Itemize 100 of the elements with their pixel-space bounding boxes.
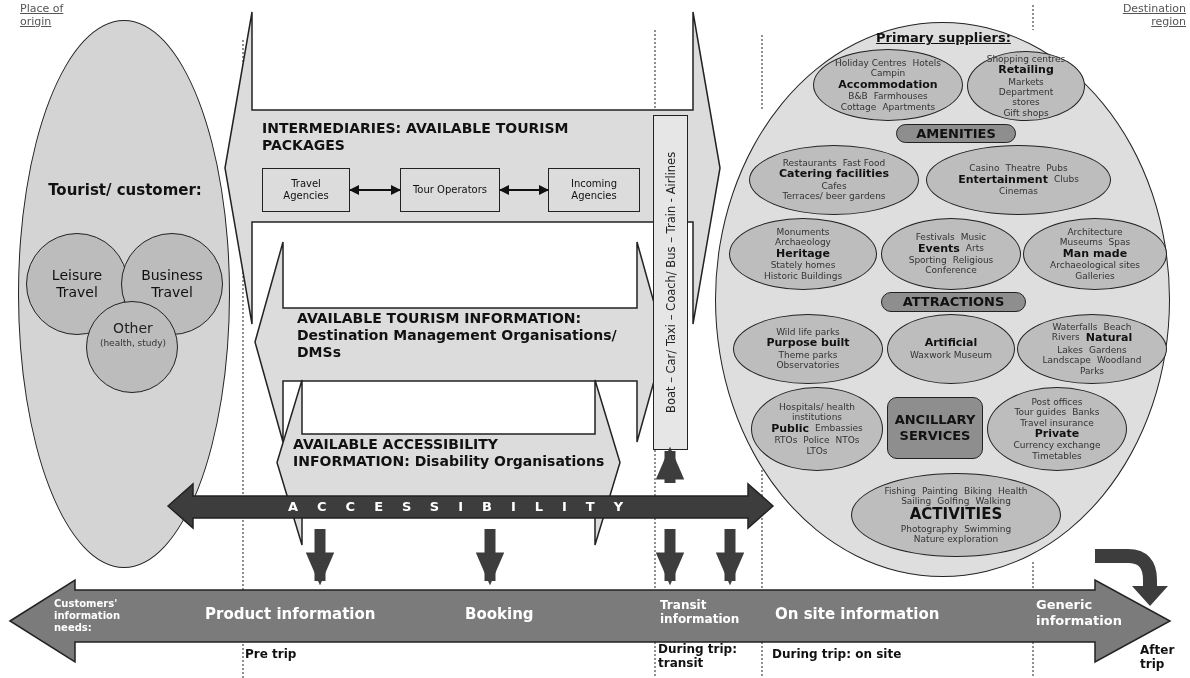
arrow bbox=[305, 529, 335, 586]
category-title: ATTRACTIONS bbox=[901, 294, 1006, 310]
arrow bbox=[715, 529, 745, 586]
item-label: Stately homes bbox=[770, 260, 836, 271]
category-title: Private bbox=[1034, 427, 1080, 441]
item-label: Observatories bbox=[776, 360, 840, 371]
box-label: Travel Agencies bbox=[282, 178, 330, 202]
item-label: Banks bbox=[1072, 407, 1100, 418]
information-need-label: Customers' information needs: bbox=[54, 598, 122, 634]
item-label: Shopping centres bbox=[986, 53, 1066, 64]
bar-label: ACCESSIBILITY bbox=[288, 498, 643, 516]
item-label: Monuments bbox=[776, 227, 830, 238]
item-label: Hospitals/ health institutions bbox=[778, 402, 856, 423]
category-title: Man made bbox=[1062, 247, 1128, 261]
item-label: Gardens bbox=[1088, 344, 1127, 356]
item-label: B&B bbox=[848, 91, 868, 102]
category-panel bbox=[887, 397, 983, 459]
item-label: Embassies bbox=[815, 422, 863, 435]
item-label: Apartments bbox=[882, 101, 936, 112]
box-label: Incoming Agencies bbox=[569, 178, 619, 202]
category-title: ANCILLARY SERVICES bbox=[893, 412, 977, 444]
item-label: Festivals bbox=[915, 232, 955, 243]
item-label: Fast Food bbox=[842, 158, 886, 169]
item-label: Restaurants bbox=[782, 158, 837, 169]
item-label: Timetables bbox=[1032, 450, 1082, 462]
trip-stage-label: During trip: transit bbox=[658, 642, 738, 671]
trip-stage-label: Pre trip bbox=[245, 647, 298, 662]
trip-stage-label: After trip bbox=[1140, 643, 1176, 672]
item-label: Cinemas bbox=[999, 186, 1038, 197]
information-need-label: Transit information bbox=[660, 598, 741, 627]
item-label: Department stores bbox=[997, 87, 1055, 108]
item-label: Spas bbox=[1108, 237, 1131, 248]
heading: Tourist/ customer: bbox=[47, 181, 203, 199]
category-title: Accommodation bbox=[838, 78, 938, 92]
transport-box bbox=[653, 115, 688, 450]
box-label: Tour Operators bbox=[411, 184, 489, 196]
item-label: LTOs bbox=[806, 445, 828, 456]
item-label: Holiday Centres bbox=[834, 58, 907, 69]
item-label: Beach bbox=[1103, 322, 1132, 333]
item-label: Rivers bbox=[1051, 332, 1080, 345]
information-need-label: On site information bbox=[775, 605, 941, 623]
item-label: Travel insurance bbox=[1020, 417, 1094, 428]
item-label: Pubs bbox=[1046, 163, 1068, 174]
item-label: Walking bbox=[975, 496, 1011, 507]
item-label: Campin bbox=[870, 68, 906, 79]
heading: Other bbox=[112, 320, 154, 337]
category-title: Retailing bbox=[998, 64, 1054, 77]
item-label: Swimming bbox=[964, 523, 1012, 534]
item-label: Galleries bbox=[1075, 270, 1115, 281]
note-text: (health, study) bbox=[98, 338, 168, 349]
item-label: Cafes bbox=[821, 181, 847, 192]
category-title: Entertainment bbox=[958, 173, 1048, 187]
information-need-label: Booking bbox=[465, 605, 535, 623]
item-label: Terraces/ beer gardens bbox=[782, 191, 886, 202]
item-label: Waterfalls bbox=[1052, 322, 1098, 333]
item-label: Lakes bbox=[1057, 344, 1083, 356]
item-label: RTOs bbox=[774, 435, 798, 446]
item-label: Tour guides bbox=[1014, 407, 1067, 418]
item-label: Museums bbox=[1059, 237, 1103, 248]
item-label: Markets bbox=[1008, 76, 1044, 88]
item-label: Farmhouses bbox=[873, 91, 928, 102]
category-title: Heritage bbox=[776, 247, 830, 261]
item-label: Wild life parks bbox=[776, 327, 840, 338]
category-panel bbox=[896, 124, 1016, 143]
heading: INTERMEDIARIES: AVAILABLE TOURISM PACKAGES bbox=[262, 120, 570, 154]
transport-modes-label: Boat – Car/ Taxi – Coach/ Bus – Train - Airlines bbox=[662, 150, 679, 416]
arrow bbox=[655, 529, 685, 586]
item-label: Historic Buildings bbox=[763, 270, 843, 281]
arrow bbox=[499, 185, 549, 195]
category-title: ACTIVITIES bbox=[909, 506, 1003, 524]
item-label: Theme parks bbox=[778, 350, 838, 361]
heading: AVAILABLE TOURISM INFORMATION: Destination Management Organisations/ DMSs bbox=[297, 310, 618, 361]
item-label: Archaeological sites bbox=[1050, 260, 1140, 271]
category-title: Artificial bbox=[924, 337, 978, 351]
agency-box bbox=[262, 168, 350, 212]
information-need-label: Product information bbox=[205, 605, 377, 623]
item-label: Painting bbox=[921, 485, 959, 496]
item-label: Archaeology bbox=[775, 237, 831, 248]
item-label: Biking bbox=[964, 485, 992, 496]
category-title: Purpose built bbox=[766, 337, 850, 351]
item-label: Religious bbox=[952, 255, 994, 266]
item-label: Sporting bbox=[908, 255, 947, 266]
heading: AVAILABLE ACCESSIBILITY INFORMATION: Disability Organisations bbox=[293, 436, 606, 470]
item-label: Fishing bbox=[884, 485, 916, 496]
item-label: Nature exploration bbox=[913, 533, 999, 545]
category-title: Catering facilities bbox=[778, 168, 889, 182]
item-label: Gift shops bbox=[1003, 107, 1049, 119]
item-label: Arts bbox=[965, 242, 984, 255]
item-label: Architecture bbox=[1067, 227, 1123, 238]
item-label: Clubs bbox=[1053, 173, 1079, 186]
category-title: Public bbox=[771, 422, 809, 436]
item-label: NTOs bbox=[835, 435, 860, 446]
trip-stage-label: During trip: on site bbox=[772, 647, 903, 662]
item-label: Conference bbox=[925, 265, 977, 276]
item-label: Police bbox=[803, 435, 830, 446]
item-label: Sailing bbox=[901, 496, 932, 507]
agency-box bbox=[400, 168, 500, 212]
item-label: Post offices bbox=[1031, 396, 1083, 408]
arrow bbox=[475, 529, 505, 586]
item-label: Photography bbox=[900, 523, 959, 534]
